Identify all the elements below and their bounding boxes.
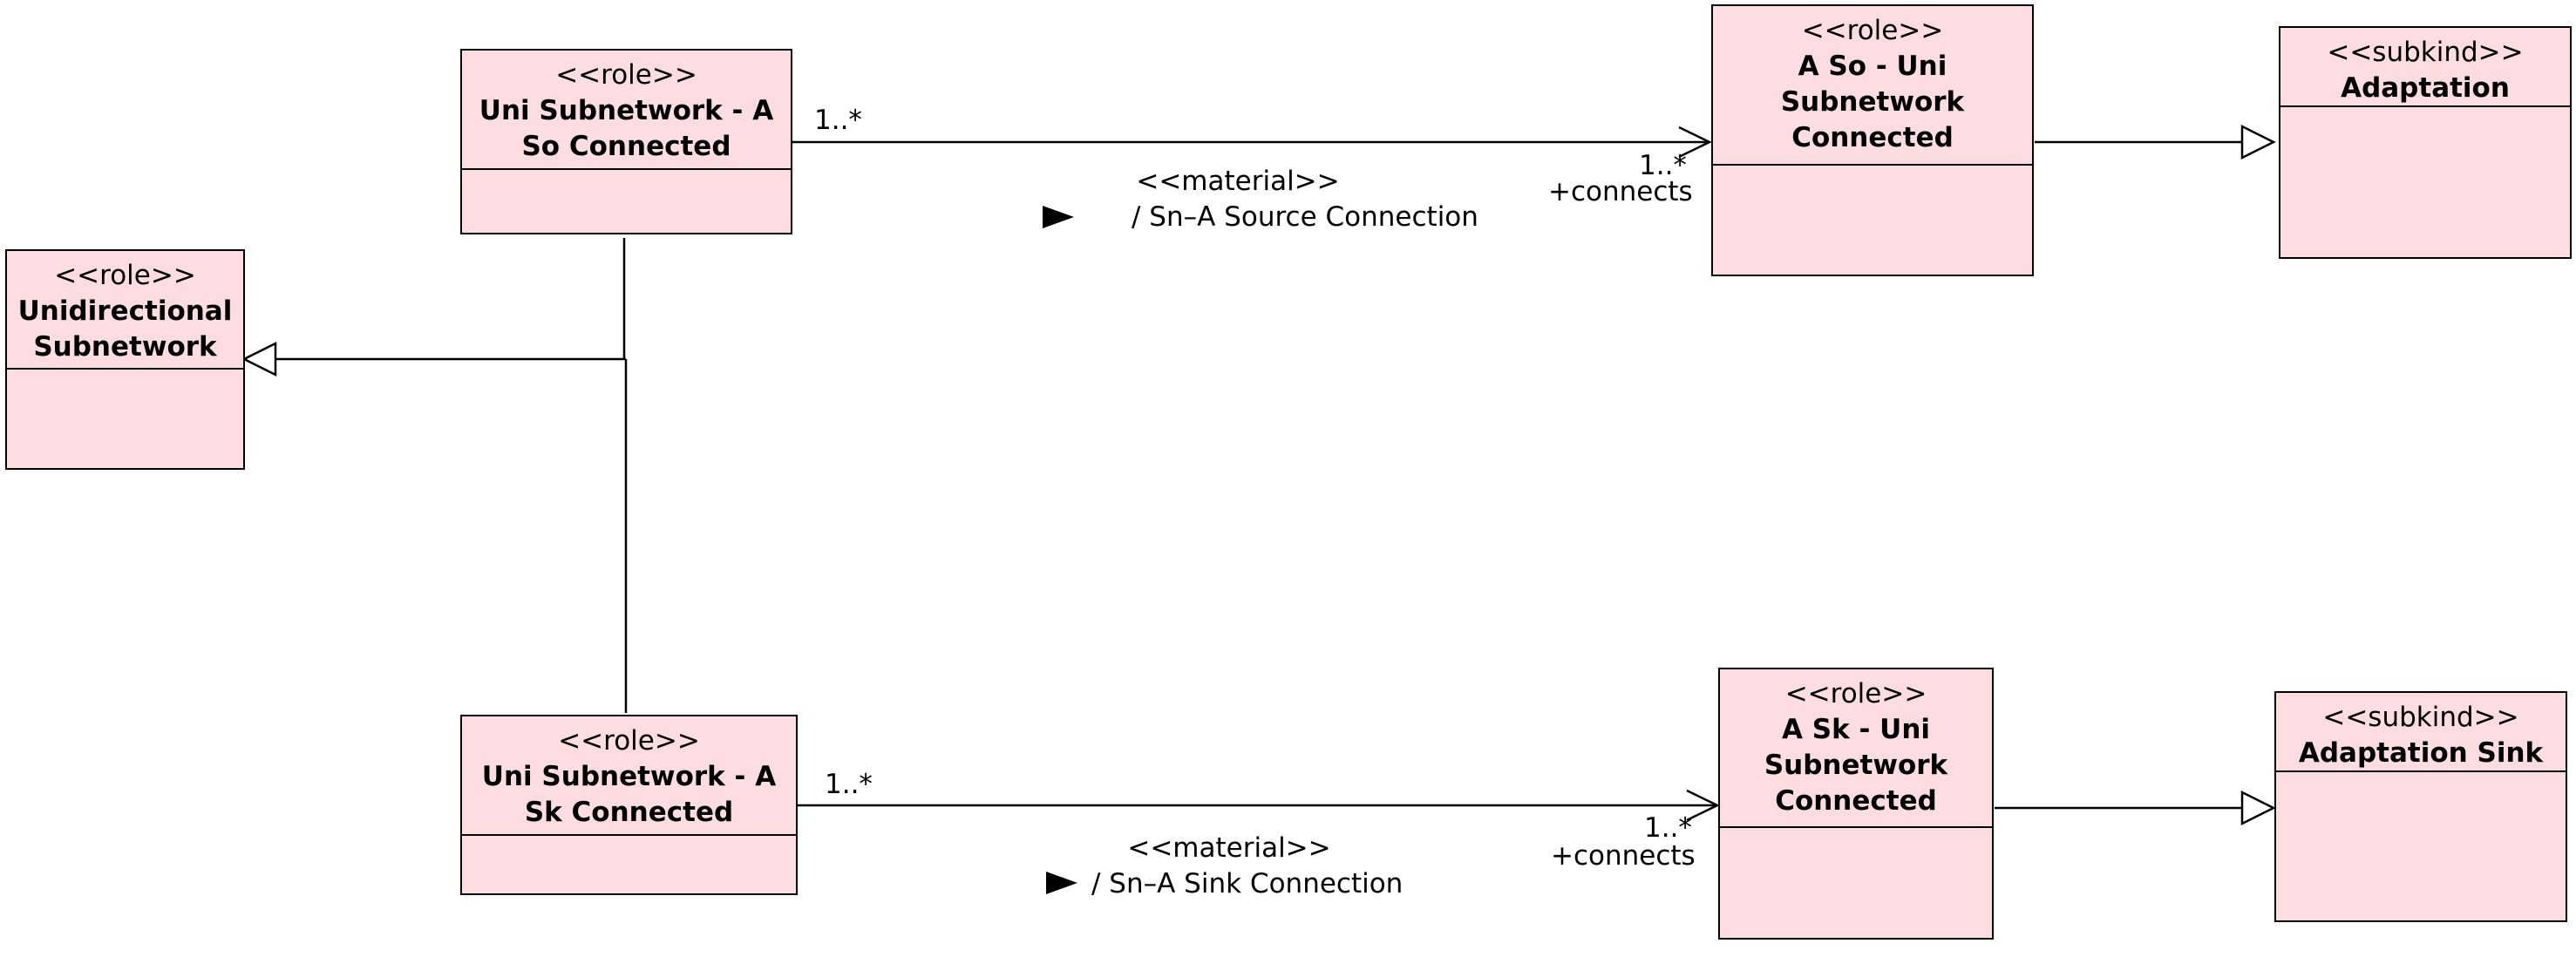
class-a-so-uni-subnetwork-connected[interactable]: <<role>> A So - Uni Subnetwork Connected bbox=[1711, 4, 2034, 276]
generalization-to-adaptation-sink[interactable] bbox=[1995, 790, 2276, 826]
class-name-line: Unidirectional bbox=[17, 295, 233, 327]
class-header: <<role>> A Sk - Uni Subnetwork Connected bbox=[1720, 669, 1992, 828]
association-source-connection-line[interactable] bbox=[792, 126, 1712, 159]
class-header: <<subkind>> Adaptation Sink bbox=[2276, 693, 2566, 772]
class-name-line: Subnetwork bbox=[1780, 86, 1965, 118]
source-multiplicity-label: 1..* bbox=[814, 105, 862, 136]
class-name-line: Connected bbox=[1791, 122, 1954, 153]
class-header: <<role>> Unidirectional Subnetwork bbox=[7, 251, 243, 370]
class-uni-subnetwork-a-sk-connected[interactable]: <<role>> Uni Subnetwork - A Sk Connected bbox=[460, 715, 798, 895]
stereotype-label: <<role>> bbox=[558, 725, 700, 757]
target-multiplicity-label: 1..* bbox=[1644, 812, 1692, 844]
sink-direction-arrow-icon bbox=[1046, 872, 1077, 894]
stereotype-label: <<subkind>> bbox=[2322, 702, 2519, 733]
stereotype-label: <<subkind>> bbox=[2327, 37, 2524, 68]
source-multiplicity-label: 1..* bbox=[825, 769, 873, 800]
class-name-line: Uni Subnetwork - A bbox=[481, 761, 777, 792]
association-source-name-block: <<material>> bbox=[1072, 164, 1404, 200]
association-stereotype-label: <<material>> bbox=[1136, 166, 1340, 197]
class-name-line: Adaptation Sink bbox=[2298, 737, 2544, 769]
source-direction-arrow-icon bbox=[1043, 206, 1074, 228]
class-name-line: Sk Connected bbox=[524, 797, 734, 828]
stereotype-label: <<role>> bbox=[54, 260, 196, 291]
class-adaptation[interactable]: <<subkind>> Adaptation bbox=[2279, 26, 2572, 259]
class-header: <<role>> Uni Subnetwork - A Sk Connected bbox=[462, 716, 796, 836]
class-name-line: A Sk - Uni bbox=[1781, 714, 1931, 745]
class-name-line: So Connected bbox=[521, 131, 731, 162]
association-name-label: / Sn–A Sink Connection bbox=[1091, 868, 1404, 899]
stereotype-label: <<role>> bbox=[1784, 678, 1927, 709]
target-role-label: +connects bbox=[1551, 840, 1696, 872]
generalization-to-unidirectional-subnetwork[interactable] bbox=[241, 238, 628, 713]
association-name-label: / Sn–A Source Connection bbox=[1132, 201, 1478, 233]
class-uni-subnetwork-a-so-connected[interactable]: <<role>> Uni Subnetwork - A So Connected bbox=[460, 49, 792, 234]
stereotype-label: <<role>> bbox=[1801, 15, 1944, 46]
target-role-label: +connects bbox=[1548, 176, 1693, 207]
class-a-sk-uni-subnetwork-connected[interactable]: <<role>> A Sk - Uni Subnetwork Connected bbox=[1718, 668, 1994, 940]
class-name-line: Connected bbox=[1775, 785, 1937, 817]
stereotype-label: <<role>> bbox=[555, 59, 697, 91]
class-header: <<subkind>> Adaptation bbox=[2280, 28, 2570, 107]
class-name-line: Uni Subnetwork - A bbox=[479, 95, 774, 126]
association-stereotype-label: <<material>> bbox=[1127, 832, 1331, 864]
class-name-line: Subnetwork bbox=[33, 331, 217, 363]
association-sink-connection-line[interactable] bbox=[797, 789, 1720, 822]
target-multiplicity-label: 1..* bbox=[1639, 150, 1687, 181]
class-unidirectional-subnetwork[interactable]: <<role>> Unidirectional Subnetwork bbox=[5, 249, 245, 470]
class-header: <<role>> Uni Subnetwork - A So Connected bbox=[462, 51, 791, 170]
class-name-line: Adaptation bbox=[2341, 72, 2510, 104]
association-sink-name-block: <<material>> bbox=[1064, 831, 1395, 866]
class-name-line: Subnetwork bbox=[1764, 750, 1948, 781]
class-header: <<role>> A So - Uni Subnetwork Connected bbox=[1713, 6, 2032, 166]
class-name-line: A So - Uni bbox=[1798, 51, 1947, 82]
generalization-to-adaptation[interactable] bbox=[2035, 124, 2276, 160]
class-adaptation-sink[interactable]: <<subkind>> Adaptation Sink bbox=[2274, 691, 2567, 922]
